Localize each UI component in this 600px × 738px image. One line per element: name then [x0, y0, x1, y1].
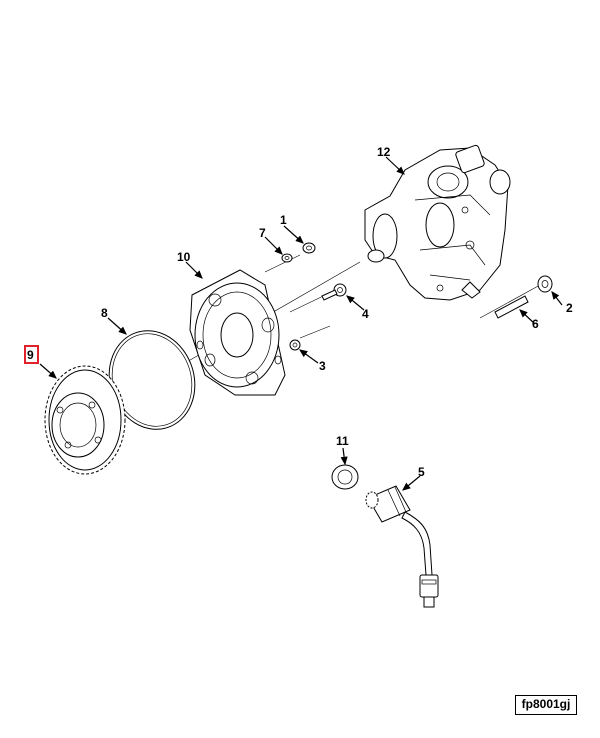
- callout-1: 1: [280, 213, 287, 227]
- callout-4: 4: [362, 307, 369, 321]
- callout-12: 12: [377, 145, 391, 159]
- callout-5: 5: [418, 465, 425, 479]
- callout-6: 6: [532, 317, 539, 331]
- small-parts: [281, 242, 553, 490]
- drive-gear-part: [44, 365, 126, 475]
- callout-8: 8: [101, 306, 108, 320]
- callout-11: 11: [336, 434, 349, 448]
- callout-9: 9: [27, 348, 34, 362]
- fuel-pump-part: [364, 144, 511, 301]
- leader-lines: [39, 156, 563, 491]
- callout-9-highlight-box: [24, 345, 39, 364]
- speed-sensor-part: [365, 485, 439, 608]
- callout-10: 10: [177, 250, 191, 264]
- adapter-plate-part: [189, 269, 286, 396]
- callout-2: 2: [566, 301, 573, 315]
- figure-id-label: fp8001gj: [515, 695, 577, 715]
- callout-3: 3: [319, 359, 326, 373]
- callout-7: 7: [259, 226, 266, 240]
